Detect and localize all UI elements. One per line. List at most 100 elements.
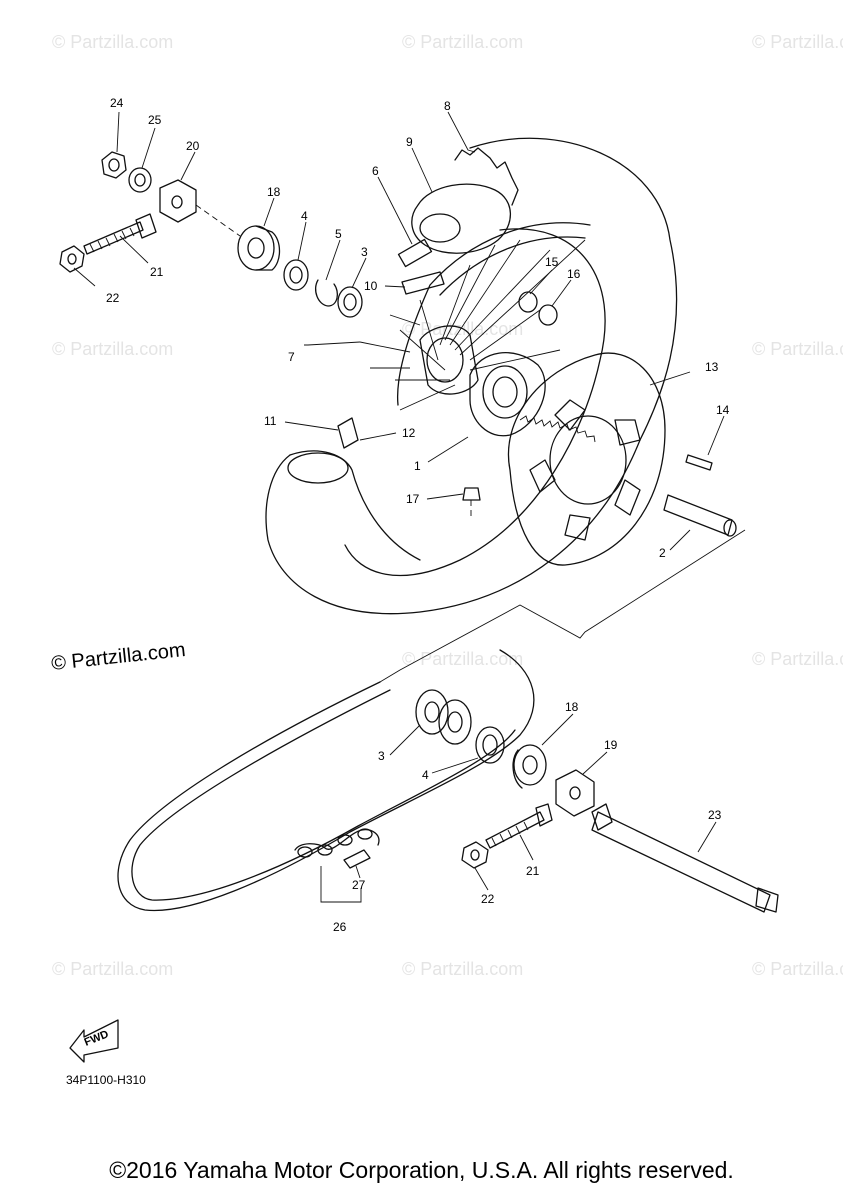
watermark: © Partzilla.com bbox=[52, 959, 173, 979]
callout-numbers: 24 25 20 18 4 5 3 21 22 8 9 6 10 15 16 7… bbox=[106, 96, 730, 934]
watermark: © Partzilla.com bbox=[752, 959, 843, 979]
callout-label: 22 bbox=[481, 892, 495, 906]
rim-band bbox=[397, 238, 433, 268]
chain-puller-hole bbox=[569, 786, 581, 800]
spacer bbox=[518, 291, 538, 313]
callout-label: 9 bbox=[406, 135, 413, 149]
watermark: © Partzilla.com bbox=[52, 32, 173, 52]
adjust-nut-hole bbox=[470, 849, 480, 861]
nut bbox=[538, 304, 558, 326]
bolt-head bbox=[135, 213, 157, 239]
sprocket-cutout bbox=[614, 479, 641, 516]
sprocket-carrier bbox=[469, 352, 546, 437]
left-hardware bbox=[59, 151, 421, 369]
chain-puller bbox=[159, 179, 197, 223]
callout-label: 8 bbox=[444, 99, 451, 113]
sprocket-cutout bbox=[614, 419, 641, 446]
wheel-assembly bbox=[265, 137, 678, 615]
bearing bbox=[415, 689, 449, 735]
carrier-bore bbox=[492, 376, 518, 408]
callout-label: 10 bbox=[364, 279, 378, 293]
sprocket-cutout bbox=[529, 459, 556, 493]
bearing bbox=[438, 699, 472, 745]
wheel-collar-body bbox=[512, 749, 523, 789]
axle-centerline bbox=[195, 204, 241, 237]
bearing-bore bbox=[424, 701, 440, 723]
callout-label: 22 bbox=[106, 291, 120, 305]
chain-links bbox=[294, 829, 380, 851]
collar bbox=[663, 494, 733, 536]
wheel-collar-body bbox=[255, 225, 281, 271]
wheel-collar bbox=[513, 744, 547, 786]
sprocket-cutout bbox=[564, 514, 591, 541]
chain-link bbox=[297, 846, 313, 858]
callout-label: 16 bbox=[567, 267, 581, 281]
wheel-collar-bore bbox=[522, 755, 538, 775]
hub-flange bbox=[426, 337, 464, 383]
axle-head bbox=[755, 887, 779, 913]
callout-label: 17 bbox=[406, 492, 420, 506]
watermark: © Partzilla.com bbox=[52, 339, 173, 359]
spoke-loose bbox=[359, 341, 411, 353]
callout-label: 19 bbox=[604, 738, 618, 752]
master-link-clip bbox=[343, 849, 371, 869]
washer bbox=[128, 167, 152, 193]
callout-label: 25 bbox=[148, 113, 162, 127]
sprocket-teeth bbox=[519, 415, 596, 443]
diagram-code: 34P1100-H310 bbox=[66, 1073, 146, 1087]
leader-lines bbox=[73, 111, 725, 903]
callout-label: 7 bbox=[288, 350, 295, 364]
wheel-collar bbox=[237, 225, 275, 271]
callout-label: 21 bbox=[526, 864, 540, 878]
watermark: © Partzilla.com bbox=[402, 959, 523, 979]
tube bbox=[411, 183, 511, 254]
callout-label: 3 bbox=[378, 749, 385, 763]
watermark: © Partzilla.com bbox=[402, 649, 523, 669]
adjust-nut bbox=[461, 841, 489, 869]
adjust-bolt bbox=[485, 811, 545, 849]
bolt-head bbox=[535, 803, 553, 827]
axle-nut-hole bbox=[108, 158, 120, 172]
fwd-arrow: FWD bbox=[69, 1019, 119, 1063]
bearing-bore bbox=[447, 711, 463, 733]
circlip bbox=[314, 279, 339, 307]
sprocket-outline bbox=[507, 352, 666, 566]
wheel-collar-bore bbox=[247, 237, 265, 259]
spokes bbox=[395, 239, 586, 411]
watermark: © Partzilla.com bbox=[402, 32, 523, 52]
lower-assembly bbox=[117, 649, 779, 913]
callout-label: 24 bbox=[110, 96, 124, 110]
axle-tip bbox=[591, 803, 613, 831]
callout-label: 27 bbox=[352, 878, 366, 892]
bolt-thread bbox=[89, 227, 135, 253]
callout-label: 23 bbox=[708, 808, 722, 822]
sprocket bbox=[337, 352, 737, 566]
callout-label: 15 bbox=[545, 255, 559, 269]
washer-hole bbox=[134, 173, 146, 187]
sprocket-center bbox=[549, 415, 627, 505]
drive-chain bbox=[117, 649, 535, 912]
rim-lock-nut bbox=[337, 417, 359, 449]
watermark-large: © Partzilla.com bbox=[50, 639, 186, 675]
forward-arrow-icon bbox=[69, 1019, 119, 1063]
hub bbox=[419, 325, 479, 395]
callout-label: 2 bbox=[659, 546, 666, 560]
callout-label: 12 bbox=[402, 426, 416, 440]
exploded-frame bbox=[379, 529, 746, 683]
rim-lock bbox=[401, 271, 445, 295]
rim-inner bbox=[439, 236, 586, 296]
watermark: © Partzilla.com bbox=[752, 339, 843, 359]
tire bbox=[265, 137, 678, 615]
bearing-bore bbox=[343, 293, 357, 311]
oil-seal-bore bbox=[289, 266, 303, 284]
tube-valve-area bbox=[419, 213, 461, 243]
sprocket-cutout bbox=[554, 399, 586, 431]
callout-label: 21 bbox=[150, 265, 164, 279]
oil-seal bbox=[283, 259, 309, 291]
carrier-center bbox=[482, 365, 528, 419]
callout-label: 20 bbox=[186, 139, 200, 153]
chain-link bbox=[357, 828, 373, 840]
valve-cap bbox=[462, 487, 481, 501]
sprocket-bolt bbox=[685, 454, 713, 471]
